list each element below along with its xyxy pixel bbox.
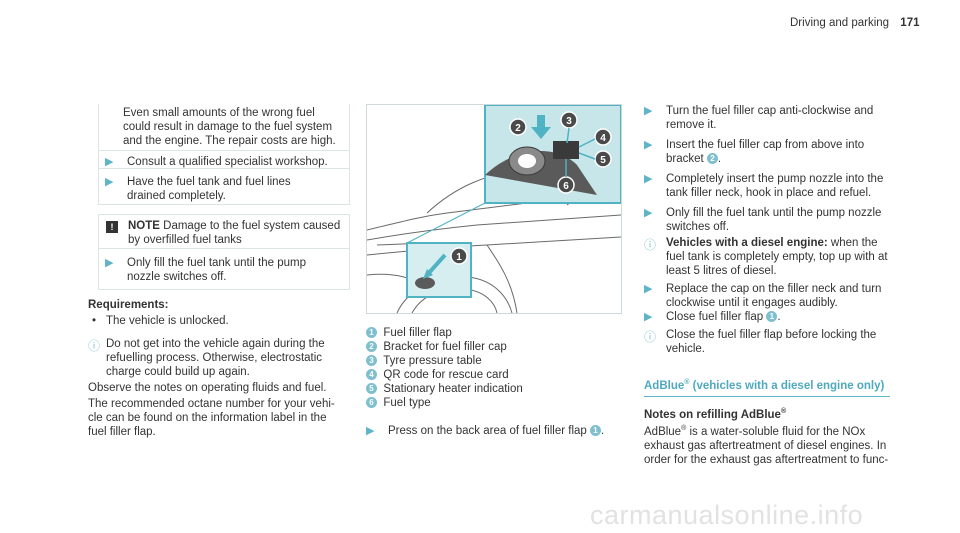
divider <box>99 150 349 151</box>
running-header: Driving and parking 171 <box>790 16 919 30</box>
note-box-right <box>349 214 350 290</box>
warning-icon: ! <box>106 221 118 233</box>
car-illustration: 1 2 3 4 5 6 <box>367 105 621 313</box>
callout-6: 6 <box>563 181 569 192</box>
step-arrow-icon: ▶ <box>644 311 653 323</box>
adblue-notes: Notes on refilling AdBlue® AdBlue® is a … <box>644 405 906 467</box>
divider <box>99 248 349 249</box>
warning-box-right <box>349 104 350 204</box>
callout-1: 1 <box>456 252 462 263</box>
warning-text: Even small amounts of the wrong fuel cou… <box>123 107 336 147</box>
step-arrow-icon: ▶ <box>644 207 653 219</box>
divider <box>99 168 349 169</box>
step-arrow-icon: ▶ <box>105 156 114 168</box>
note-box-left <box>98 214 99 290</box>
info-icon: ⓘ <box>88 339 101 353</box>
step-arrow-icon: ▶ <box>105 176 114 188</box>
section-title: Driving and parking <box>790 17 890 29</box>
callout-3: 3 <box>566 116 572 127</box>
fuel-flap-figure: 1 2 3 4 5 6 <box>366 104 622 314</box>
step-arrow-icon: ▶ <box>105 257 114 269</box>
callout-2: 2 <box>515 123 521 134</box>
notes-heading: Notes on refilling AdBlue® <box>644 408 787 421</box>
warning-box-bottom <box>98 204 350 205</box>
body-paragraphs: Observe the notes on operating fluids an… <box>88 382 335 438</box>
callout-5: 5 <box>600 155 606 166</box>
figure-legend: 1 Fuel filler flap 2 Bracket for fuel fi… <box>366 326 620 410</box>
step-arrow-icon: ▶ <box>644 139 653 151</box>
note-box-top <box>98 214 350 215</box>
warning-box-border <box>98 104 99 204</box>
note-box-bottom <box>98 289 350 290</box>
step-arrow-icon: ▶ <box>366 425 375 437</box>
info-icon: ⓘ <box>644 330 657 344</box>
callout-4: 4 <box>600 133 606 144</box>
adblue-section-heading: AdBlue® (vehicles with a diesel engine o… <box>644 376 890 397</box>
note-text: NOTE Damage to the fuel system caused by… <box>128 220 341 246</box>
bullet: • <box>92 315 97 327</box>
step-arrow-icon: ▶ <box>644 283 653 295</box>
page-number: 171 <box>900 17 920 29</box>
watermark: carmanualsonline.info <box>590 500 864 530</box>
step-arrow-icon: ▶ <box>644 105 653 117</box>
step-arrow-icon: ▶ <box>644 173 653 185</box>
info-icon: ⓘ <box>644 238 657 252</box>
requirements: Requirements: • The vehicle is unlocked. <box>88 298 353 328</box>
requirements-title: Requirements: <box>88 299 169 311</box>
